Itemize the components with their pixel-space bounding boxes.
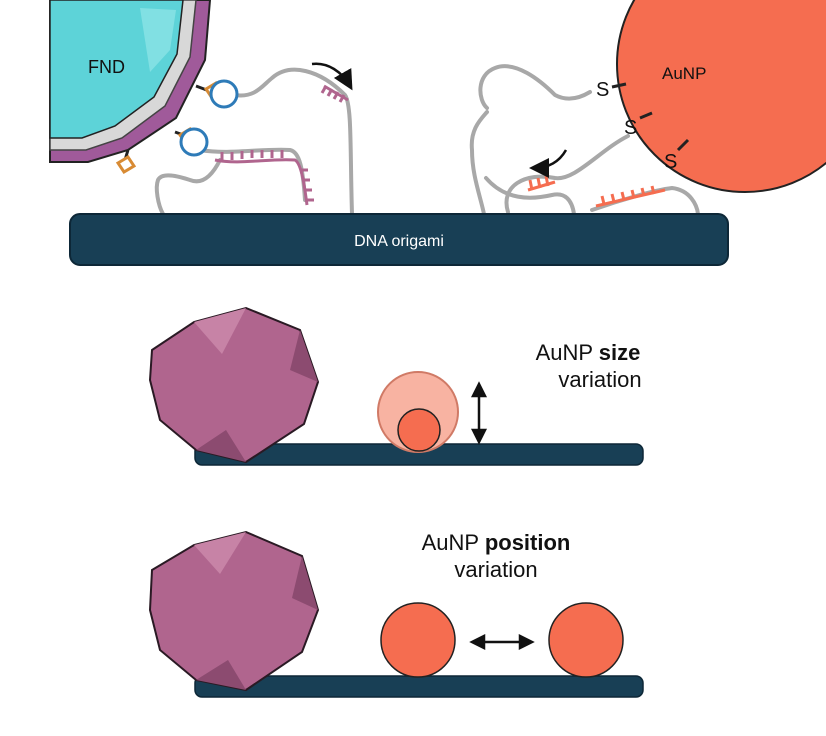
position-variation-caption: AuNP position bbox=[422, 530, 571, 555]
strand-8 bbox=[590, 185, 700, 216]
origami-label: DNA origami bbox=[354, 233, 444, 250]
thiol-label: S bbox=[596, 79, 609, 101]
curved-arrow-icon bbox=[529, 149, 568, 178]
dna-origami-bar bbox=[69, 213, 729, 266]
horizontal-double-arrow-icon bbox=[469, 633, 535, 651]
biotin-icon bbox=[115, 154, 137, 175]
size-variation-caption-line2: variation bbox=[558, 367, 641, 392]
fnd-label: FND bbox=[88, 57, 125, 77]
thiol-label: S bbox=[624, 117, 637, 139]
position-variation-caption-line2: variation bbox=[454, 557, 537, 582]
curved-arrow-icon bbox=[311, 62, 353, 91]
thiol-label: S bbox=[664, 151, 677, 173]
strand-6 bbox=[484, 176, 576, 216]
streptavidin-icon bbox=[209, 79, 239, 109]
streptavidin-icon bbox=[179, 127, 209, 157]
size-variation-panel: AuNP size variation bbox=[148, 306, 644, 466]
biotin-streptavidin-linkers bbox=[115, 79, 239, 175]
strand-7 bbox=[504, 134, 630, 214]
dna-strands bbox=[154, 64, 700, 216]
duplex-aunp-side bbox=[527, 175, 666, 208]
vertical-double-arrow-icon bbox=[470, 381, 488, 445]
fnd-diamond-icon bbox=[148, 530, 320, 692]
position-variation-panel: AuNP position variation bbox=[148, 530, 644, 698]
strand-2 bbox=[233, 67, 354, 216]
fnd-particle bbox=[49, 0, 212, 163]
assembly-scheme: S S S DNA origami FND AuNP bbox=[49, 0, 826, 266]
duplex-fnd-side bbox=[214, 84, 349, 206]
aunp-particle bbox=[616, 0, 826, 193]
size-variation-caption: AuNP size bbox=[536, 340, 641, 365]
aunp-left-icon bbox=[380, 602, 456, 678]
thiol-bonds bbox=[611, 82, 690, 152]
fnd-diamond-icon bbox=[148, 306, 320, 464]
strand-4 bbox=[469, 110, 489, 216]
aunp-label: AuNP bbox=[662, 64, 706, 83]
strand-1 bbox=[154, 158, 222, 216]
aunp-small-icon bbox=[397, 408, 441, 452]
aunp-right-icon bbox=[548, 602, 624, 678]
strand-5 bbox=[478, 64, 592, 110]
